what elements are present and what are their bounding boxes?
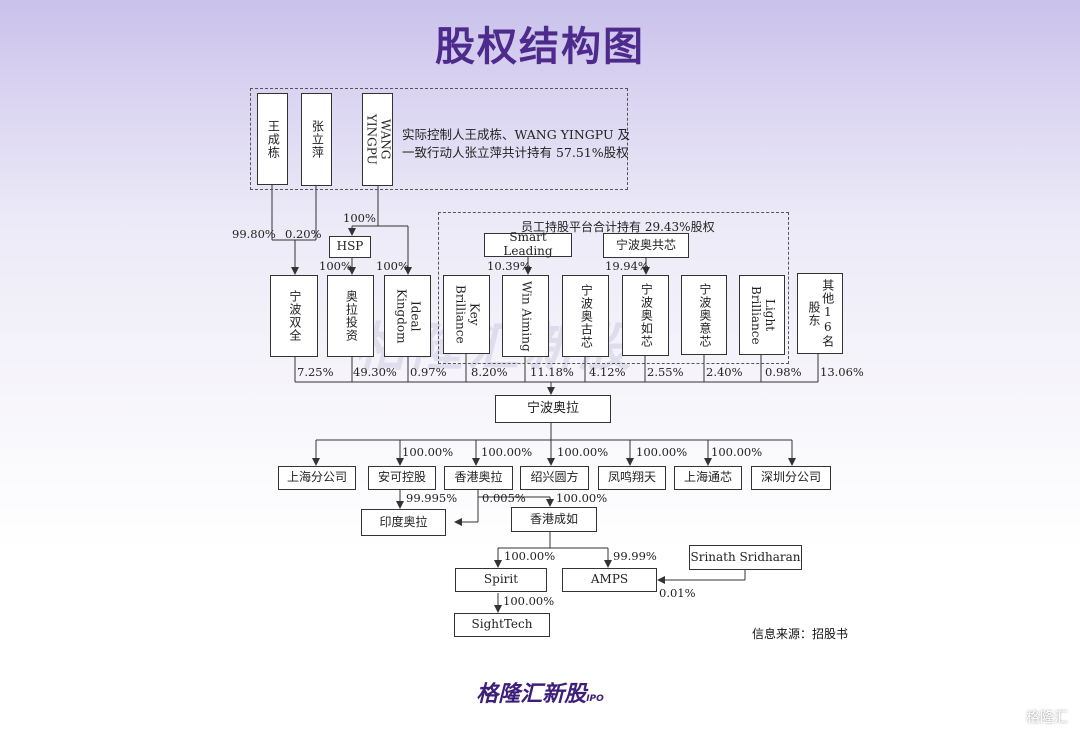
node-wang-chengdong: 王成栋	[257, 93, 288, 185]
pct-sub-hk-aola: 100.00%	[481, 445, 533, 459]
node-zhang-liping: 张立萍	[301, 93, 332, 186]
node-spirit: Spirit	[455, 568, 547, 592]
node-ningbo-aoyi: 宁波奥意芯	[681, 275, 727, 355]
pct-spirit: 100.00%	[504, 549, 556, 563]
node-smart-leading: Smart Leading	[484, 230, 572, 258]
pct-ratio-others: 13.06%	[820, 365, 864, 379]
pct-wang-shuangquan: 99.80%	[232, 227, 276, 241]
pct-wangyingpu-hsp: 100%	[343, 211, 376, 225]
pct-ratio-aoyi: 2.40%	[706, 365, 743, 379]
controllers-note: 实际控制人王成栋、WANG YINGPU 及 一致行动人张立萍共计持有 57.5…	[402, 126, 630, 162]
brand-logo: 格隆汇新股IPO	[0, 676, 1080, 708]
controllers-note-line2: 一致行动人张立萍共计持有 57.51%股权	[402, 145, 629, 161]
pct-zhang-shuangquan: 0.20%	[285, 227, 322, 241]
node-ningbo-aogu: 宁波奥古芯	[562, 275, 609, 357]
source-note: 信息来源：招股书	[752, 627, 849, 641]
pct-ratio-ideal: 0.97%	[410, 365, 447, 379]
esop-title: 员工持股平台合计持有 29.43%股权	[521, 220, 715, 234]
node-aola-touzi: 奥拉投资	[327, 275, 374, 357]
node-ningbo-shuangquan: 宁波双全	[270, 275, 318, 357]
pct-sub-anke: 100.00%	[402, 445, 454, 459]
pct-ratio-light: 0.98%	[765, 365, 802, 379]
node-ningbo-aogongxin: 宁波奥共芯	[603, 233, 689, 258]
brand-logo-sub: IPO	[586, 694, 604, 704]
node-shaoxing: 绍兴圆方	[520, 466, 589, 490]
pct-ratio-shuangquan: 7.25%	[297, 365, 334, 379]
node-sighttech: SightTech	[454, 613, 550, 637]
corner-watermark: 格隆汇	[1026, 707, 1068, 727]
node-ningbo-aoru: 宁波奥如芯	[622, 275, 669, 356]
pct-smart-leading: 10.39%	[487, 259, 531, 273]
pct-ratio-aola-touzi: 49.30%	[353, 365, 397, 379]
node-hk-aola: 香港奥拉	[444, 466, 513, 490]
pct-sub-shanghai-tongxin: 100.00%	[711, 445, 763, 459]
pct-wangyingpu-ideal: 100%	[376, 259, 409, 273]
pct-hsp-aola: 100%	[319, 259, 352, 273]
node-amps: AMPS	[562, 568, 657, 592]
pct-ratio-aogu: 4.12%	[589, 365, 626, 379]
pct-hk-india: 0.005%	[482, 491, 526, 505]
esop-group	[438, 212, 789, 364]
node-ideal-kingdom: Ideal Kingdom	[384, 275, 431, 357]
node-anke: 安可控股	[368, 466, 436, 490]
pct-sighttech: 100.00%	[503, 594, 555, 608]
node-shenzhen-branch: 深圳分公司	[751, 466, 831, 490]
node-india-aola: 印度奥拉	[361, 509, 446, 536]
pct-hk-chengru: 100.00%	[556, 491, 608, 505]
node-shanghai-tongxin: 上海通芯	[674, 466, 742, 490]
node-ningbo-aola: 宁波奥拉	[495, 395, 611, 423]
node-shanghai-branch: 上海分公司	[278, 466, 356, 490]
pct-amps-srinath: 0.01%	[659, 586, 696, 600]
pct-aogongxin: 19.94%	[605, 259, 649, 273]
brand-logo-text: 格隆汇新股	[476, 682, 587, 707]
pct-amps: 99.99%	[613, 549, 657, 563]
node-fengming: 凤鸣翔天	[598, 466, 666, 490]
node-win-aiming: Win Aiming	[502, 275, 549, 357]
corner-watermark-text: 格隆汇	[1026, 710, 1068, 726]
node-key-brilliance: Key Brilliance	[443, 275, 490, 354]
pct-ratio-key: 8.20%	[471, 365, 508, 379]
node-hsp: HSP	[329, 236, 371, 258]
node-other-shareholders: 其他16名股东	[797, 273, 843, 354]
pct-anke-india: 99.995%	[406, 491, 458, 505]
pct-sub-shaoxing: 100.00%	[557, 445, 609, 459]
node-hk-chengru: 香港成如	[511, 507, 597, 532]
pct-ratio-win: 11.18%	[530, 365, 574, 379]
controllers-group	[250, 88, 628, 190]
node-srinath-sridharan: Srinath Sridharan	[689, 545, 802, 570]
node-wang-yingpu: WANG YINGPU	[362, 93, 393, 186]
page-title: 股权结构图	[435, 24, 645, 70]
pct-ratio-aoru: 2.55%	[647, 365, 684, 379]
controllers-note-line1: 实际控制人王成栋、WANG YINGPU 及	[402, 127, 630, 142]
node-light-brilliance: Light Brilliance	[739, 275, 785, 355]
pct-sub-fengming: 100.00%	[636, 445, 688, 459]
